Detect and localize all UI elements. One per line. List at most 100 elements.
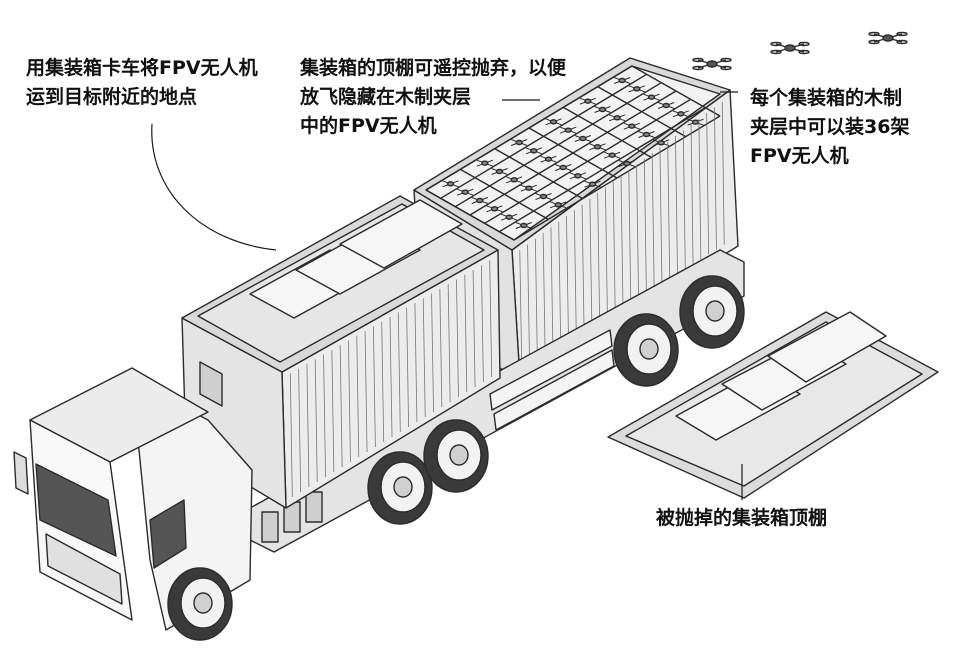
container-rib bbox=[339, 345, 343, 468]
stowed-drone-icon bbox=[594, 106, 611, 113]
roof-annotation: 集装箱的顶棚可遥控抛弃，以便 放飞隐藏在木制夹层 中的FPV无人机 bbox=[300, 54, 566, 141]
truck-annotation-line-1: 用集装箱卡车将FPV无人机 bbox=[26, 57, 258, 79]
stowed-drone-icon bbox=[687, 118, 704, 126]
wheel bbox=[679, 275, 745, 349]
leader-lines bbox=[151, 91, 743, 500]
container-rib bbox=[439, 288, 443, 408]
container-rib bbox=[682, 130, 686, 269]
flying-drones bbox=[692, 31, 908, 71]
container-rib bbox=[414, 302, 418, 423]
container-rib bbox=[573, 210, 577, 336]
stowed-drone-icon bbox=[638, 131, 655, 138]
stowed-drone-icon bbox=[554, 164, 572, 171]
wheel bbox=[423, 419, 489, 493]
discarded-roof-annotation-line-1: 被抛掉的集装箱顶棚 bbox=[656, 507, 828, 529]
container-rib bbox=[447, 284, 451, 403]
stowed-drone-icon bbox=[672, 110, 690, 118]
roof-annotation-line-1: 集装箱的顶棚可遥控抛弃，以便 bbox=[300, 57, 567, 79]
stowed-drone-icon bbox=[652, 139, 670, 147]
container-rib bbox=[519, 250, 523, 370]
stowed-drone-icon bbox=[623, 122, 641, 130]
drone-grid bbox=[425, 65, 721, 241]
stowed-drone-icon bbox=[545, 118, 562, 126]
container-rib bbox=[714, 107, 717, 250]
container-rib bbox=[406, 307, 410, 428]
truck-annotation-line-2: 运到目标附近的地点 bbox=[26, 86, 198, 108]
container-rib bbox=[306, 363, 310, 488]
stowed-drone-icon bbox=[456, 188, 474, 196]
container-rib bbox=[480, 265, 484, 383]
stowed-drone-icon bbox=[540, 155, 557, 163]
container-rib bbox=[620, 175, 624, 308]
container-rib bbox=[550, 227, 554, 351]
container-rib bbox=[698, 118, 702, 260]
grid-line bbox=[513, 115, 721, 241]
container-rib bbox=[348, 340, 351, 463]
container-rib bbox=[589, 198, 593, 327]
stowed-drone-icon bbox=[608, 114, 626, 122]
roof-annotation-line-2: 放飞隐藏在木制夹层 bbox=[300, 86, 472, 108]
grid-line bbox=[498, 107, 706, 233]
container-rib bbox=[628, 170, 632, 303]
container-rib bbox=[527, 244, 530, 365]
container-rib bbox=[690, 124, 694, 264]
stowed-drone-icon bbox=[618, 160, 636, 167]
front-container-ribs bbox=[289, 260, 493, 498]
stowed-drone-icon bbox=[559, 126, 577, 134]
container-rib bbox=[643, 158, 647, 293]
container-rib bbox=[581, 204, 585, 331]
container-rib bbox=[675, 135, 678, 274]
drone-icon bbox=[868, 31, 908, 45]
container-rib bbox=[331, 349, 335, 473]
stowed-drone-icon bbox=[486, 205, 503, 213]
container-rib bbox=[389, 316, 393, 438]
container-rib bbox=[381, 321, 385, 443]
stowed-drone-icon bbox=[574, 135, 592, 142]
wheel bbox=[167, 567, 233, 641]
stowed-drone-icon bbox=[628, 85, 646, 93]
container-rib bbox=[706, 113, 710, 255]
container-rib bbox=[298, 368, 302, 493]
wheel bbox=[367, 451, 433, 525]
rear-container-ribs bbox=[519, 101, 725, 370]
container-rib bbox=[489, 260, 493, 378]
container-rib bbox=[464, 274, 468, 393]
container-rib bbox=[422, 298, 426, 418]
stowed-drone-icon bbox=[643, 93, 660, 101]
truck-wheels bbox=[167, 275, 745, 641]
container-rib bbox=[566, 215, 569, 341]
wheel bbox=[613, 313, 679, 387]
container-rib bbox=[542, 233, 546, 355]
grid-line bbox=[631, 65, 721, 117]
stowed-drone-icon bbox=[603, 151, 621, 159]
container-rib bbox=[314, 359, 318, 483]
stowed-drone-icon bbox=[549, 201, 567, 209]
stowed-drone-icon bbox=[476, 159, 494, 167]
container-rib bbox=[472, 270, 476, 388]
discarded-roof-annotation: 被抛掉的集装箱顶棚 bbox=[656, 504, 827, 533]
container-rib bbox=[721, 101, 725, 245]
roof-annotation-line-3: 中的FPV无人机 bbox=[300, 115, 437, 137]
capacity-annotation-line-1: 每个集装箱的木制 bbox=[750, 87, 903, 109]
container-rib bbox=[612, 181, 616, 312]
container-rib bbox=[397, 312, 401, 433]
container-rib bbox=[667, 141, 671, 279]
container-rib bbox=[558, 221, 562, 346]
truck-cab bbox=[13, 367, 253, 631]
container-rib bbox=[534, 238, 538, 360]
stowed-drone-icon bbox=[525, 147, 543, 155]
stowed-drone-icon bbox=[505, 176, 523, 184]
drone-icon bbox=[770, 41, 810, 55]
stowed-drone-icon bbox=[510, 139, 528, 146]
stowed-drone-icon bbox=[535, 193, 552, 200]
capacity-annotation-line-3: FPV无人机 bbox=[750, 145, 849, 167]
container-rib bbox=[651, 153, 655, 288]
stowed-drone-icon bbox=[657, 102, 675, 109]
stowed-drone-icon bbox=[491, 168, 508, 175]
container-rib bbox=[289, 373, 293, 498]
container-rib bbox=[456, 279, 459, 398]
stowed-drone-icon bbox=[613, 77, 631, 84]
truck-annotation: 用集装箱卡车将FPV无人机 运到目标附近的地点 bbox=[26, 54, 258, 112]
container-rib bbox=[597, 193, 601, 322]
